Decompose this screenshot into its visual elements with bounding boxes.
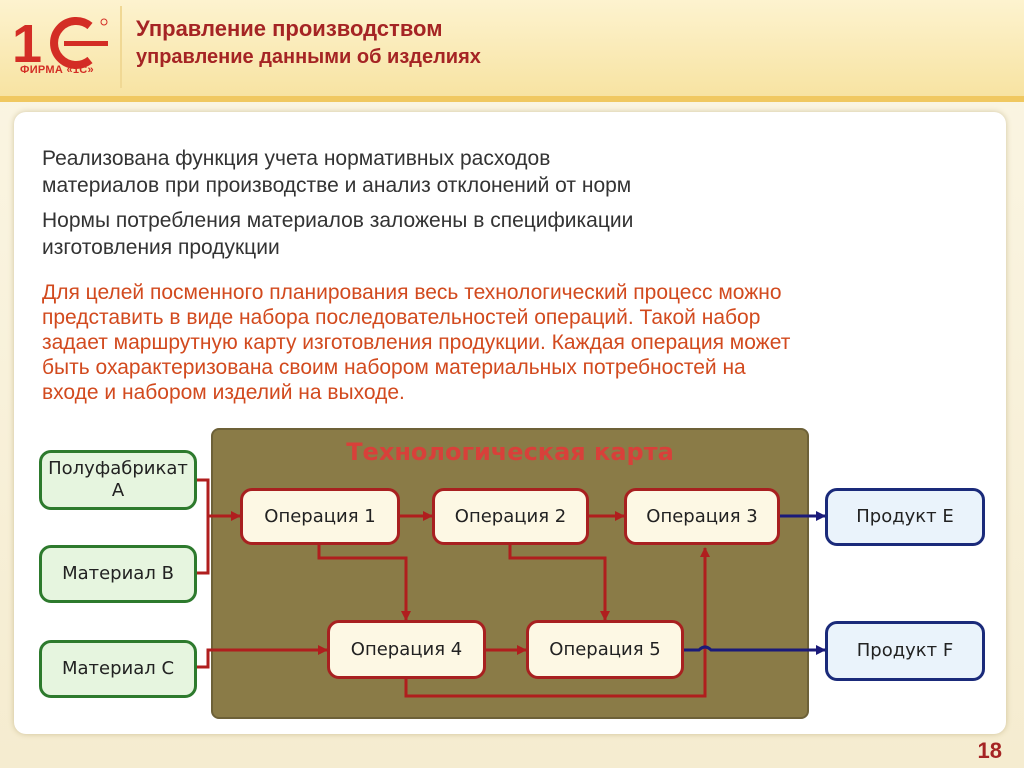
- node-label: Полуфабрикат А: [48, 458, 188, 501]
- text-line: входе и набором изделий на выходе.: [42, 381, 405, 404]
- node-material-b: Материал В: [39, 545, 197, 603]
- text-line: представить в виде набора последовательн…: [42, 306, 761, 329]
- text-line: изготовления продукции: [42, 236, 280, 259]
- node-label: Продукт F: [856, 640, 954, 661]
- node-material-c: Материал С: [39, 640, 197, 698]
- node-label: Продукт Е: [856, 506, 954, 527]
- arrow-semi-a-to-op1: [197, 478, 241, 521]
- node-product-f: Продукт F: [825, 621, 985, 681]
- node-label: Материал В: [62, 563, 174, 584]
- arrow-op1-to-op4: [317, 545, 411, 621]
- node-op3: Операция 3: [624, 488, 780, 545]
- arrow-op4-to-op3: [404, 547, 710, 698]
- node-op4: Операция 4: [327, 620, 486, 679]
- node-semi-a: Полуфабрикат А: [39, 450, 197, 510]
- page-number: 18: [977, 738, 1002, 763]
- paragraph-shift-planning: Для целей посменного планирования весь т…: [42, 280, 790, 405]
- paragraph-norms-accounting: Реализована функция учета нормативных ра…: [42, 145, 631, 199]
- tech-map-area: [211, 428, 809, 719]
- arrow-op5-to-product-f: [684, 645, 826, 655]
- node-label: Операция 1: [264, 505, 376, 527]
- text-line: быть охарактеризована своим набором мате…: [42, 356, 746, 379]
- arrow-op2-to-op5: [508, 545, 610, 621]
- slide-header: 1 ФИРМА «1С» Управление производством уп…: [0, 0, 1024, 102]
- arrow-material-b-to-op1: [197, 516, 210, 575]
- node-label: Операция 2: [454, 505, 567, 527]
- text-line: Для целей посменного планирования весь т…: [42, 281, 782, 304]
- text-line: Нормы потребления материалов заложены в …: [42, 209, 634, 232]
- text-line: Реализована функция учета нормативных ра…: [42, 147, 551, 170]
- text-line: материалов при производстве и анализ отк…: [42, 174, 632, 197]
- tech-map-title: Технологическая карта: [346, 438, 674, 466]
- logo-caption: ФИРМА «1С»: [20, 64, 94, 76]
- node-label: Операция 5: [549, 638, 661, 660]
- node-label: Операция 4: [350, 638, 463, 660]
- svg-text:1: 1: [12, 14, 42, 74]
- page-subtitle: управление данными об изделиях: [136, 46, 481, 68]
- node-op5: Операция 5: [526, 620, 684, 679]
- node-product-e: Продукт Е: [825, 488, 985, 546]
- page-title: Управление производством: [136, 16, 443, 41]
- 1c-logo-icon: 1: [12, 14, 108, 74]
- header-divider: [120, 6, 122, 88]
- node-op1: Операция 1: [240, 488, 400, 545]
- node-op2: Операция 2: [432, 488, 589, 545]
- node-label: Операция 3: [646, 505, 758, 527]
- text-line: задает маршрутную карту изготовления про…: [42, 331, 791, 354]
- node-label: Материал С: [61, 658, 175, 679]
- arrow-material-c-to-op4: [197, 645, 328, 669]
- paragraph-norms-specification: Нормы потребления материалов заложены в …: [42, 207, 633, 261]
